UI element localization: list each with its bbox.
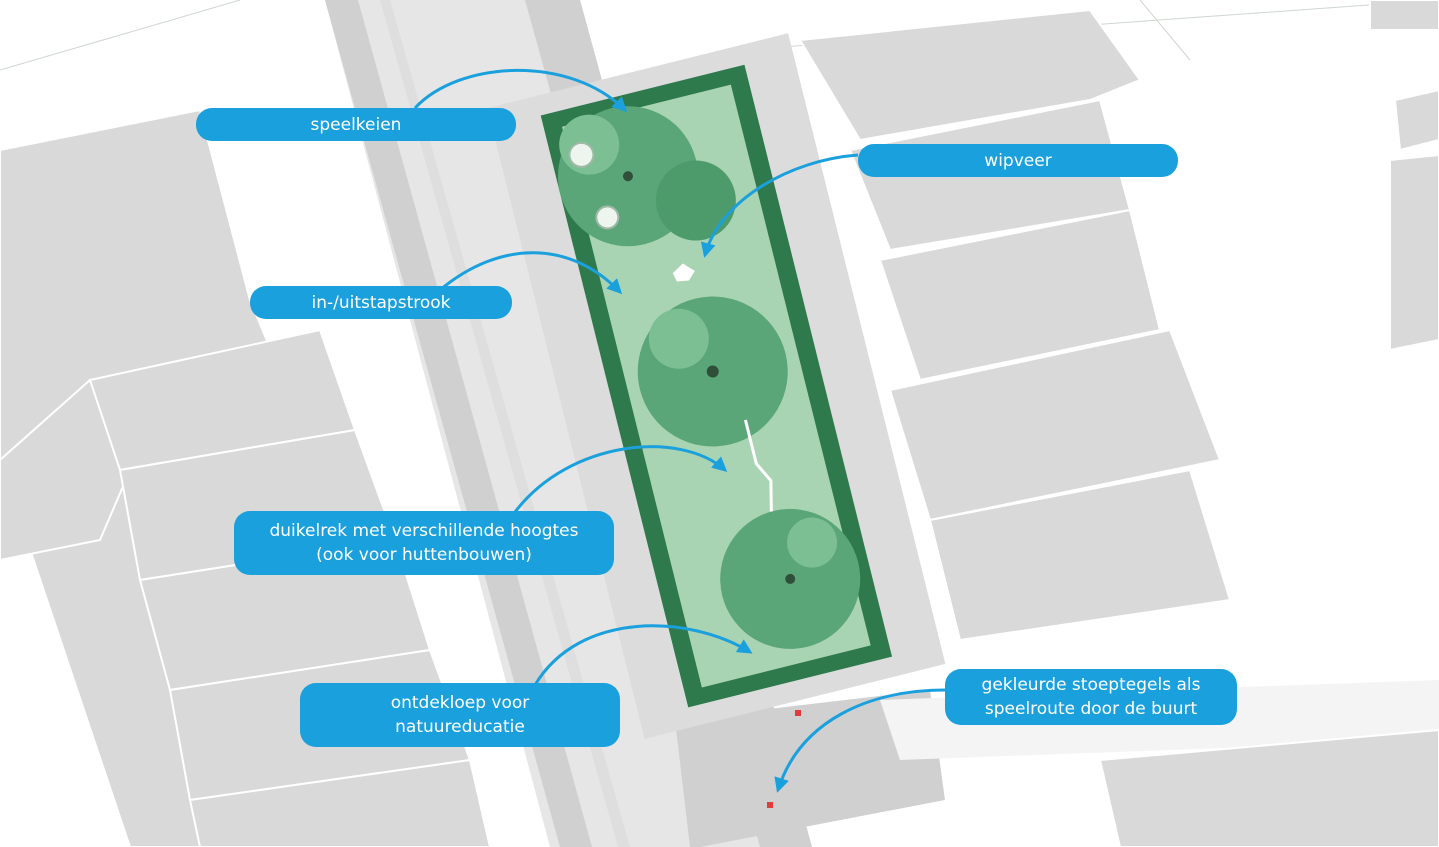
arrow-uitstapstrook	[439, 251, 623, 295]
arrow-stoeptegels	[774, 688, 946, 793]
label-wipveer: wipveer	[858, 144, 1178, 177]
arrow-duikelrek	[513, 445, 728, 513]
trees	[557, 106, 861, 649]
callout-arrows	[413, 68, 946, 793]
label-uitstapstrook: in-/uitstapstrook	[250, 286, 512, 319]
label-speelkeien: speelkeien	[196, 108, 516, 141]
play-stones	[568, 141, 620, 230]
arrow-ontdekloep	[533, 624, 753, 686]
wipveer-symbol	[672, 263, 695, 282]
arrow-speelkeien	[413, 68, 628, 113]
route-markers	[767, 710, 801, 808]
label-stoeptegels: gekleurde stoeptegels als speelroute doo…	[945, 669, 1237, 725]
label-duikelrek: duikelrek met verschillende hoogtes (ook…	[234, 511, 614, 575]
label-ontdekloep: ontdekloep voor natuureducatie	[300, 683, 620, 747]
tree-trunks	[622, 171, 796, 584]
arrow-wipveer	[700, 153, 859, 258]
duikelrek-symbol	[743, 419, 773, 512]
buildings-east	[798, 0, 1439, 847]
